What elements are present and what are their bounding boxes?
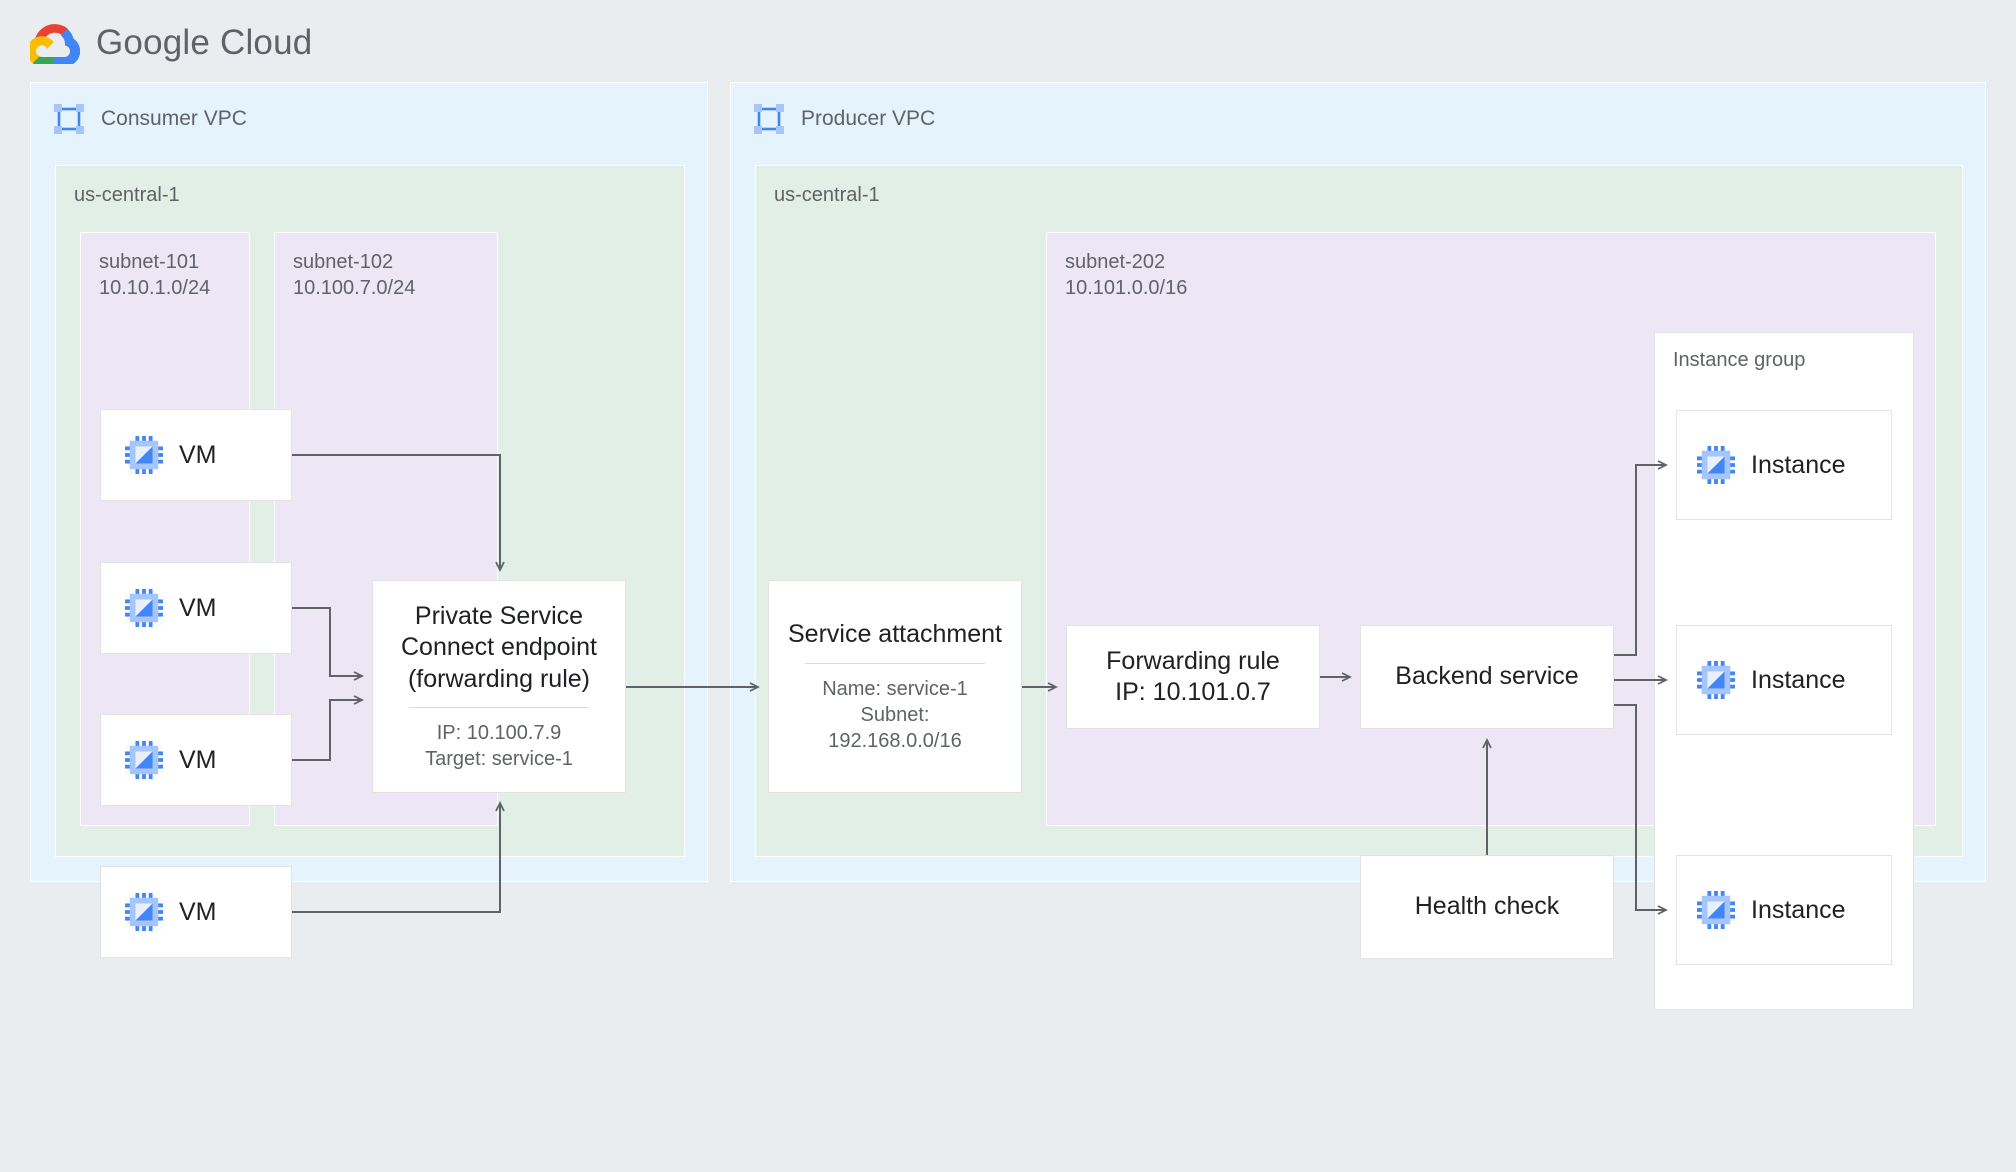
subnet-102-cidr: 10.100.7.0/24 [293, 277, 416, 300]
instance-node-1[interactable]: Instance [1676, 410, 1892, 520]
instance-label-1: Instance [1751, 450, 1846, 479]
subnet-101-label: subnet-101 10.10.1.0/24 [99, 249, 210, 302]
forwarding-rule-title: Forwarding rule IP: 10.101.0.7 [1106, 646, 1280, 707]
consumer-vpc-title: Consumer VPC [101, 107, 247, 130]
google-cloud-logo-icon [30, 24, 80, 64]
psc-endpoint-title: Private Service Connect endpoint (forwar… [401, 601, 597, 693]
cpu-icon [1697, 891, 1735, 929]
vm-label-2: VM [179, 593, 217, 622]
cpu-icon [1697, 661, 1735, 699]
producer-vpc-title: Producer VPC [801, 107, 936, 130]
backend-service-title: Backend service [1395, 662, 1579, 691]
service-attachment-node[interactable]: Service attachment Name: service-1 Subne… [768, 580, 1022, 793]
subnet-202-cidr: 10.101.0.0/16 [1065, 277, 1188, 300]
cpu-icon [125, 893, 163, 931]
cpu-icon [125, 436, 163, 474]
producer-region-label: us-central-1 [774, 184, 880, 206]
vm-node-4[interactable]: VM [100, 866, 292, 958]
vpc-icon [754, 104, 784, 134]
service-attachment-title: Service attachment [788, 620, 1002, 649]
cpu-icon [125, 741, 163, 779]
vm-node-2[interactable]: VM [100, 562, 292, 654]
vm-label-1: VM [179, 440, 217, 469]
psc-endpoint-divider [408, 707, 590, 709]
instance-node-3[interactable]: Instance [1676, 855, 1892, 965]
brand-header: Google Cloud [30, 22, 312, 64]
cpu-icon [1697, 446, 1735, 484]
instance-label-2: Instance [1751, 665, 1846, 694]
health-check-title: Health check [1414, 892, 1560, 921]
vm-label-3: VM [179, 745, 217, 774]
vm-node-1[interactable]: VM [100, 409, 292, 501]
instance-group-label: Instance group [1673, 349, 1806, 371]
instance-node-2[interactable]: Instance [1676, 625, 1892, 735]
health-check-node[interactable]: Health check [1360, 855, 1614, 959]
psc-endpoint-details: IP: 10.100.7.9 Target: service-1 [425, 722, 573, 771]
service-attachment-details: Name: service-1 Subnet: 192.168.0.0/16 [822, 677, 968, 752]
subnet-202-label: subnet-202 10.101.0.0/16 [1065, 249, 1187, 302]
forwarding-rule-node[interactable]: Forwarding rule IP: 10.101.0.7 [1066, 625, 1320, 729]
backend-service-node[interactable]: Backend service [1360, 625, 1614, 729]
producer-vpc-header: Producer VPC [753, 103, 935, 135]
cpu-icon [125, 589, 163, 627]
service-attachment-divider [804, 662, 986, 664]
brand-wordmark: Google Cloud [96, 23, 313, 62]
vm-label-4: VM [179, 897, 217, 926]
consumer-region-label: us-central-1 [74, 184, 180, 206]
subnet-102-text: subnet-102 [293, 251, 394, 273]
psc-endpoint-node[interactable]: Private Service Connect endpoint (forwar… [372, 580, 626, 793]
vpc-icon [54, 104, 84, 134]
vm-node-3[interactable]: VM [100, 714, 292, 806]
instance-label-3: Instance [1751, 895, 1846, 924]
subnet-101-cidr: 10.10.1.0/24 [99, 277, 211, 300]
subnet-202-text: subnet-202 [1065, 251, 1166, 273]
consumer-vpc-header: Consumer VPC [53, 103, 247, 135]
subnet-102-label: subnet-102 10.100.7.0/24 [293, 249, 415, 302]
subnet-101-text: subnet-101 [99, 251, 200, 273]
